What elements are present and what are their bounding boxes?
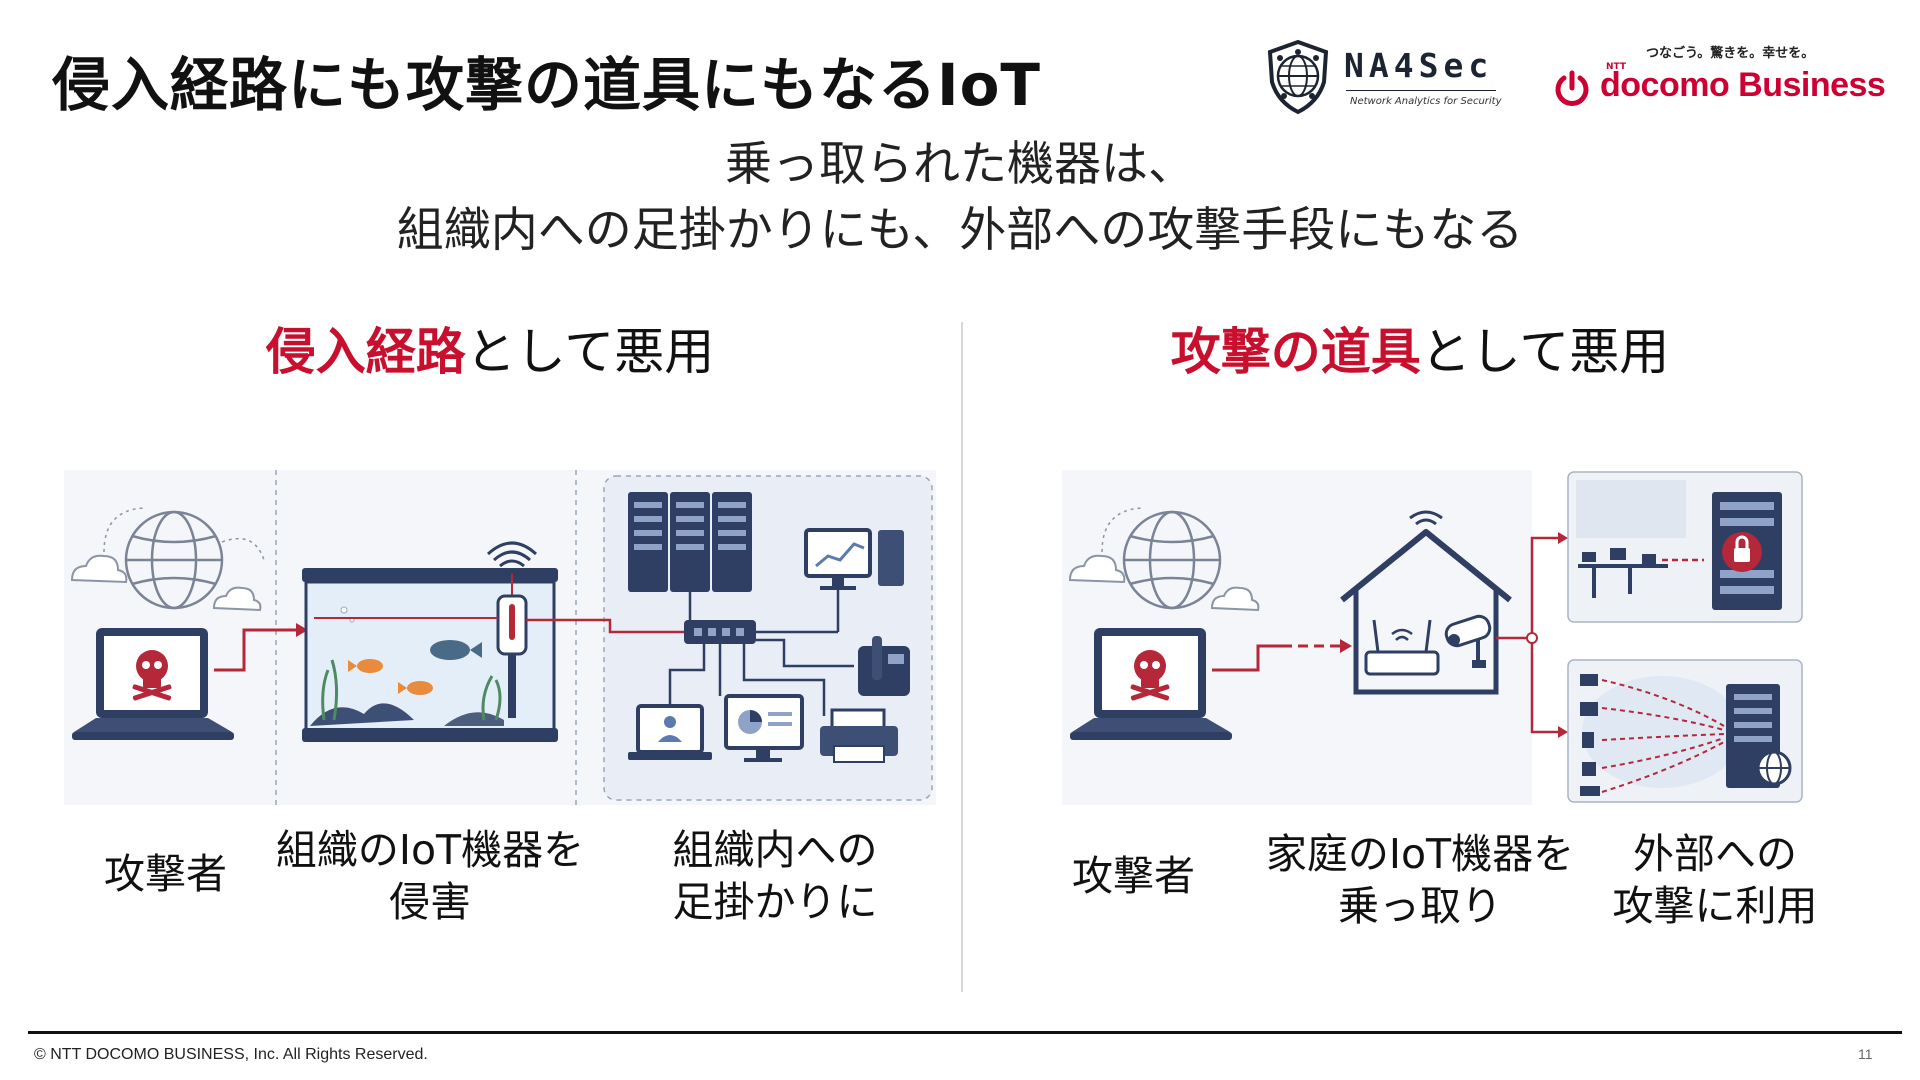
internet-globe-icon xyxy=(124,510,224,610)
left-heading-rest: として悪用 xyxy=(465,323,715,381)
internet-globe-icon xyxy=(1122,510,1222,610)
thermometer-sensor-icon xyxy=(486,541,538,718)
security-camera-icon xyxy=(1444,614,1492,668)
skull-icon xyxy=(1130,650,1170,701)
left-caption-mid-line-2: 侵害 xyxy=(389,878,471,926)
right-heading-rest: として悪用 xyxy=(1420,323,1670,381)
ip-phone-icon xyxy=(858,636,910,696)
right-caption-right-line-2: 攻撃に利用 xyxy=(1612,882,1818,930)
right-illustration xyxy=(1062,470,1804,805)
left-caption-iot-compromise: 組織のIoT機器を 侵害 xyxy=(250,824,610,928)
right-caption-mid-line-2: 乗っ取り xyxy=(1338,882,1502,930)
docomo-business-logo: つなごう。驚きを。幸せを。 NTT docomo Business xyxy=(1552,38,1897,108)
cloud-icon xyxy=(70,554,262,612)
left-caption-foothold: 組織内への 足掛かりに xyxy=(640,824,910,928)
left-illustration xyxy=(64,470,936,805)
right-caption-right-line-1: 外部への xyxy=(1633,830,1797,878)
na4sec-logo: NA4Sec Network Analytics for Security xyxy=(1258,36,1502,116)
lead-line-1: 乗っ取られた機器は、 xyxy=(725,137,1195,192)
office-target-panel xyxy=(1567,471,1803,623)
right-section-heading: 攻撃の道具として悪用 xyxy=(1080,312,1760,384)
attacker-laptop-icon xyxy=(72,628,234,740)
laptop-icon xyxy=(628,704,712,760)
left-caption-right-line-1: 組織内への xyxy=(672,826,878,874)
fish-icon xyxy=(348,640,482,695)
na4sec-tagline: Network Analytics for Security xyxy=(1350,96,1502,107)
router-icon xyxy=(1364,619,1440,676)
skull-icon xyxy=(132,650,172,701)
left-section-heading: 侵入経路として悪用 xyxy=(150,312,830,384)
lead-text: 乗っ取られた機器は、 組織内への足掛かりにも、外部への攻撃手段にもなる xyxy=(0,132,1920,264)
desktop-computer-icon xyxy=(804,528,904,590)
copyright-text: © NTT DOCOMO BUSINESS, Inc. All Rights R… xyxy=(34,1046,428,1063)
section-divider xyxy=(961,322,963,992)
na4sec-divider xyxy=(1346,90,1496,91)
left-caption-attacker: 攻撃者 xyxy=(104,850,227,898)
printer-icon xyxy=(820,708,898,763)
server-globe-icon xyxy=(1726,684,1792,788)
left-heading-highlight: 侵入経路 xyxy=(265,323,466,381)
server-lock-icon xyxy=(1712,492,1782,610)
right-caption-mid-line-1: 家庭のIoT機器を xyxy=(1265,830,1575,878)
lead-line-2: 組織内への足掛かりにも、外部への攻撃手段にもなる xyxy=(396,203,1524,258)
docomo-tagline: つなごう。驚きを。幸せを。 xyxy=(1646,46,1815,61)
right-caption-iot-takeover: 家庭のIoT機器を 乗っ取り xyxy=(1240,828,1600,932)
page-title: 侵入経路にも攻撃の道具にもなるIoT xyxy=(52,51,1041,119)
docomo-power-icon xyxy=(1555,70,1589,106)
na4sec-shield-icon xyxy=(1267,39,1329,115)
footer-rule xyxy=(28,1031,1902,1034)
docomo-ntt-label: NTT xyxy=(1606,62,1627,72)
ddos-target-panel xyxy=(1567,659,1803,803)
attacker-laptop-icon xyxy=(1070,628,1232,740)
right-caption-external-attack: 外部への 攻撃に利用 xyxy=(1590,828,1840,932)
network-switch-icon xyxy=(684,620,756,644)
monitor-chart-icon xyxy=(724,694,804,762)
cloud-icon xyxy=(1068,554,1260,612)
left-caption-right-line-2: 足掛かりに xyxy=(672,878,878,926)
home-network-icon xyxy=(1340,510,1512,695)
right-heading-highlight: 攻撃の道具 xyxy=(1170,323,1421,381)
docomo-name: docomo Business xyxy=(1600,66,1886,104)
left-caption-mid-line-1: 組織のIoT機器を xyxy=(275,826,585,874)
page-number: 11 xyxy=(1858,1046,1873,1062)
na4sec-name: NA4Sec xyxy=(1344,46,1494,85)
server-rack-icon xyxy=(628,492,752,592)
right-caption-attacker: 攻撃者 xyxy=(1072,852,1195,900)
